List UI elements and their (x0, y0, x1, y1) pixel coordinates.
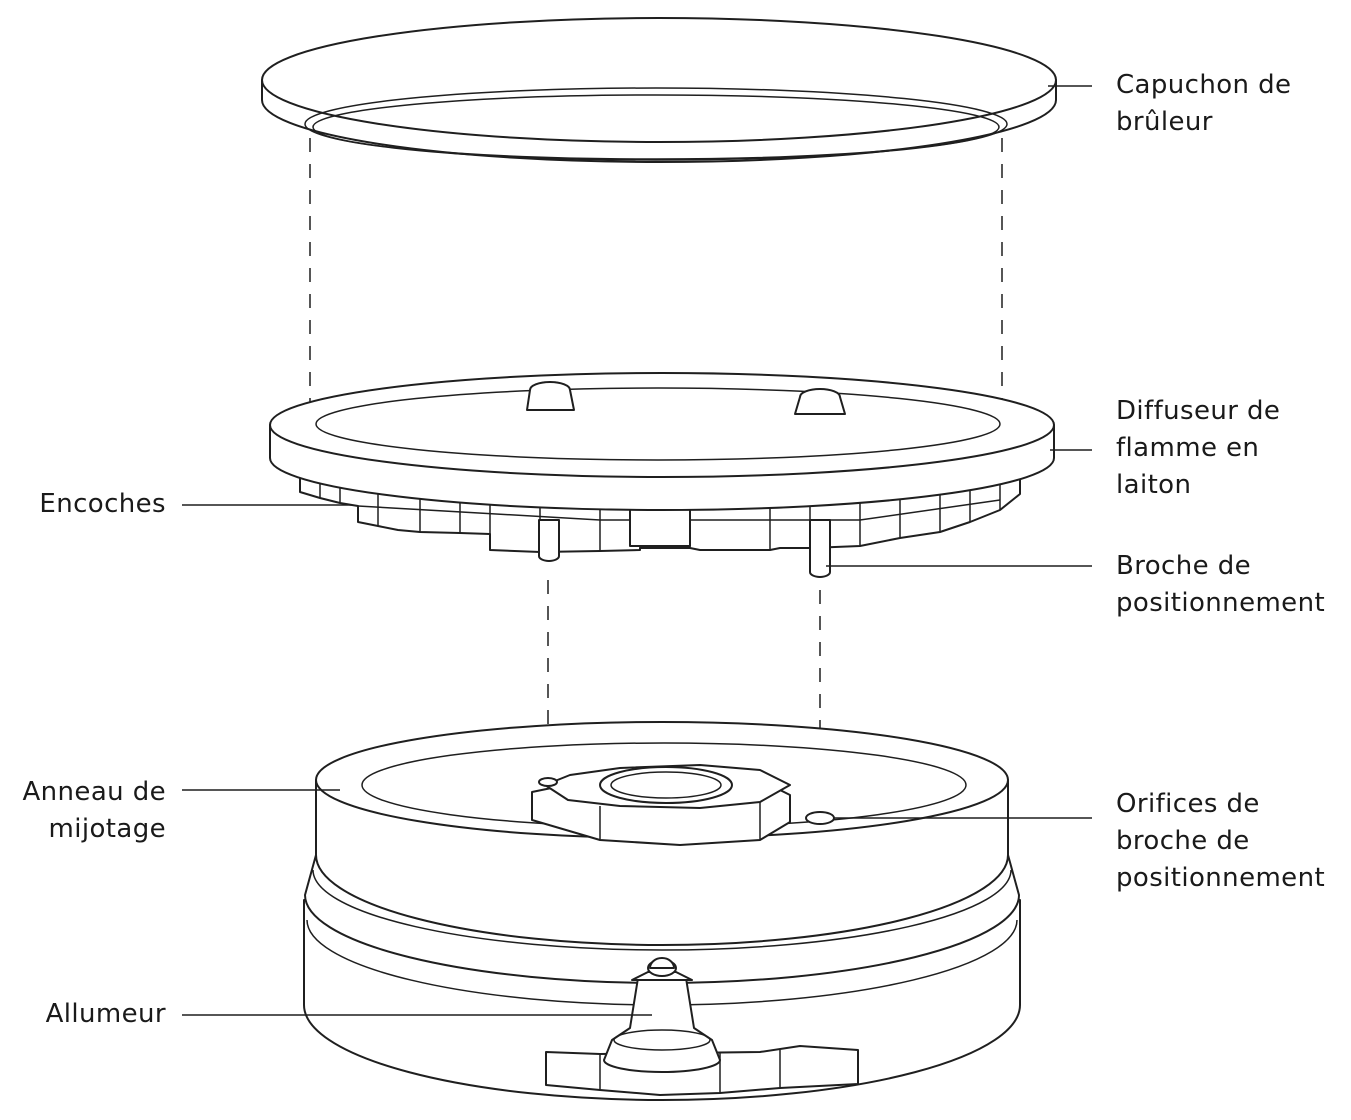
label-burner-cap: Capuchon de brûleur (1116, 70, 1292, 137)
simmer-ring (315, 721, 1009, 946)
igniter (603, 957, 721, 1073)
label-simmer-ring: Anneau de mijotage (22, 777, 166, 844)
label-pin-holes: Orifices de broche de positionnement (1116, 789, 1326, 893)
flame-diffuser (269, 372, 1055, 578)
cap-alignment-lines (309, 138, 1003, 410)
label-positioning-pin: Broche de positionnement (1116, 551, 1326, 618)
burner-cap (261, 17, 1057, 163)
label-flame-diffuser: Diffuseur de flamme en laiton (1116, 396, 1281, 500)
label-notches: Encoches (39, 489, 166, 519)
leader-lines (182, 85, 1092, 1016)
label-igniter: Allumeur (45, 999, 166, 1029)
